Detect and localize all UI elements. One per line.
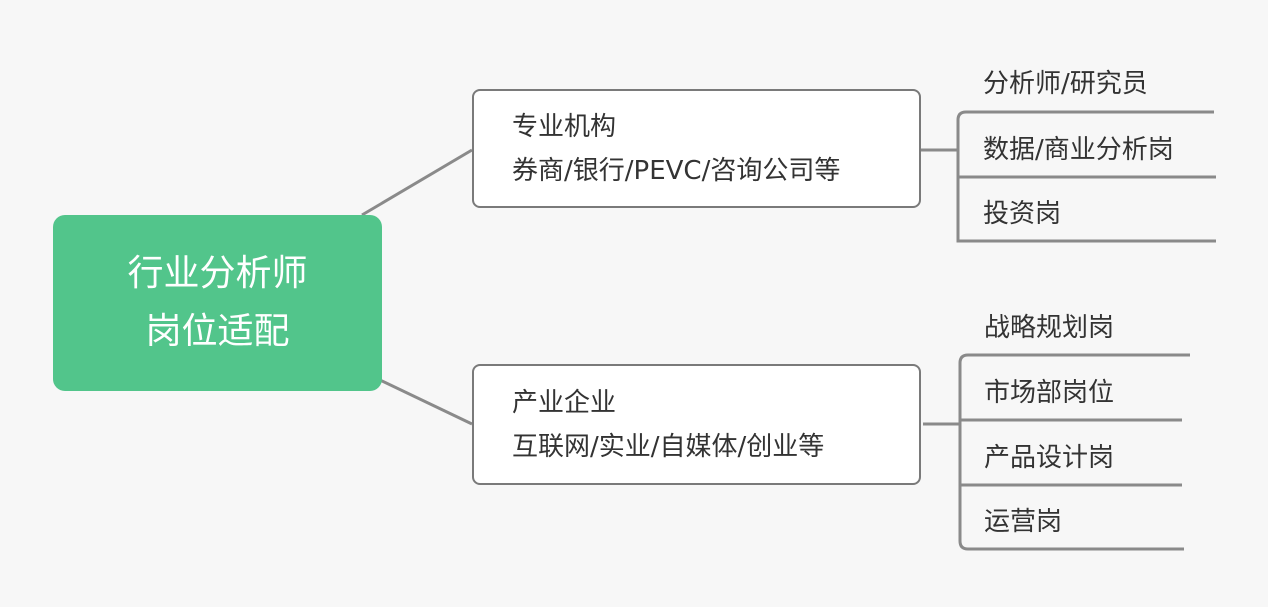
root-title-line-2: 岗位适配 [145, 311, 290, 352]
connector-root-branch-1 [361, 148, 473, 217]
leaf-bracket-2 [958, 353, 1190, 551]
leaf-strategy-planning: 战略规划岗 [984, 313, 1115, 343]
connector-root-branch-2 [379, 378, 473, 426]
leaf-marketing: 市场部岗位 [984, 378, 1115, 408]
leaf-operations: 运营岗 [984, 507, 1063, 537]
branch-title: 产业企业 [512, 387, 617, 418]
root-node: 行业分析师 岗位适配 [53, 215, 382, 391]
leaf-product-design: 产品设计岗 [984, 443, 1115, 473]
branch-subtitle: 互联网/实业/自媒体/创业等 [512, 431, 825, 462]
root-title-line-1: 行业分析师 [127, 253, 308, 294]
branch-title: 专业机构 [512, 111, 617, 142]
leaf-investment: 投资岗 [983, 199, 1062, 229]
leaf-data-business-analyst: 数据/商业分析岗 [983, 135, 1174, 165]
leaf-bracket-1 [956, 110, 1216, 243]
leaf-analyst-researcher: 分析师/研究员 [983, 69, 1148, 99]
branch-node-enterprises: 产业企业 互联网/实业/自媒体/创业等 [472, 364, 921, 485]
branch-subtitle: 券商/银行/PEVC/咨询公司等 [512, 155, 841, 186]
branch-node-institutions: 专业机构 券商/银行/PEVC/咨询公司等 [472, 89, 921, 208]
